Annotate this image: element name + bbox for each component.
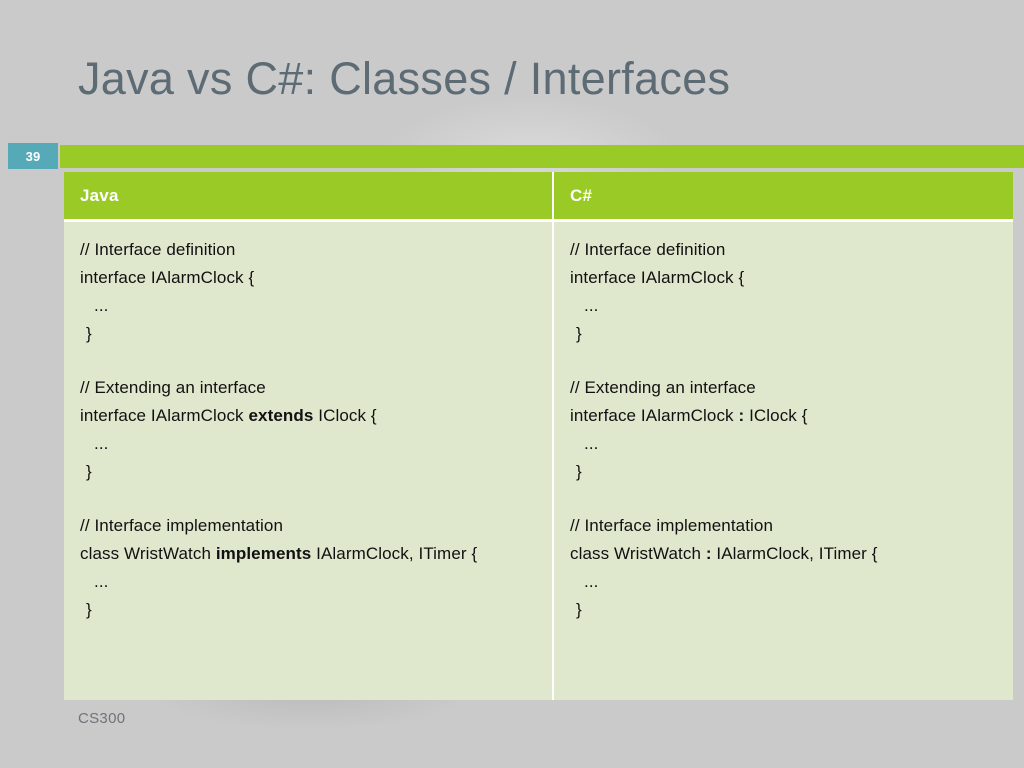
code-line: ... xyxy=(584,296,599,315)
code-block: // Interface definition interface IAlarmC… xyxy=(80,236,542,348)
slide-number-badge: 39 xyxy=(8,143,58,169)
code-line: // Interface definition xyxy=(570,240,726,259)
code-line: class WristWatch implements IAlarmClock,… xyxy=(80,544,478,563)
code-cell-java: // Interface definition interface IAlarmC… xyxy=(64,222,552,700)
code-line: interface IAlarmClock { xyxy=(570,268,745,287)
code-line: } xyxy=(86,462,92,481)
code-line: interface IAlarmClock { xyxy=(80,268,255,287)
code-line: interface IAlarmClock extends IClock { xyxy=(80,406,377,425)
code-line: ... xyxy=(584,572,599,591)
code-line: } xyxy=(576,462,582,481)
code-line: } xyxy=(576,600,582,619)
page-title: Java vs C#: Classes / Interfaces xyxy=(78,53,731,104)
code-line: // Extending an interface xyxy=(80,378,266,397)
code-line: ... xyxy=(584,434,599,453)
code-block: // Extending an interface interface IAlar… xyxy=(570,374,1003,486)
code-line: ... xyxy=(94,572,109,591)
accent-band xyxy=(60,145,1024,168)
code-line: } xyxy=(86,600,92,619)
code-line: // Interface implementation xyxy=(570,516,774,535)
slide-footer: CS300 xyxy=(78,710,126,727)
code-cell-csharp: // Interface definition interface IAlarmC… xyxy=(554,222,1013,700)
table-column-csharp: C# // Interface definition interface IAla… xyxy=(554,172,1013,700)
code-line: ... xyxy=(94,296,109,315)
column-header-csharp: C# xyxy=(554,172,1013,219)
comparison-table: Java // Interface definition interface IA… xyxy=(64,172,1013,700)
code-line: interface IAlarmClock : IClock { xyxy=(570,406,808,425)
code-block: // Interface implementation class WristWa… xyxy=(570,512,1003,624)
code-line: } xyxy=(576,324,582,343)
table-column-java: Java // Interface definition interface IA… xyxy=(64,172,552,700)
code-line: // Interface implementation xyxy=(80,516,284,535)
code-line: class WristWatch : IAlarmClock, ITimer { xyxy=(570,544,878,563)
code-block: // Interface definition interface IAlarmC… xyxy=(570,236,1003,348)
column-header-java: Java xyxy=(64,172,552,219)
code-block: // Interface implementation class WristWa… xyxy=(80,512,542,624)
code-line: } xyxy=(86,324,92,343)
code-line: ... xyxy=(94,434,109,453)
code-line: // Extending an interface xyxy=(570,378,756,397)
code-block: // Extending an interface interface IAlar… xyxy=(80,374,542,486)
code-line: // Interface definition xyxy=(80,240,236,259)
